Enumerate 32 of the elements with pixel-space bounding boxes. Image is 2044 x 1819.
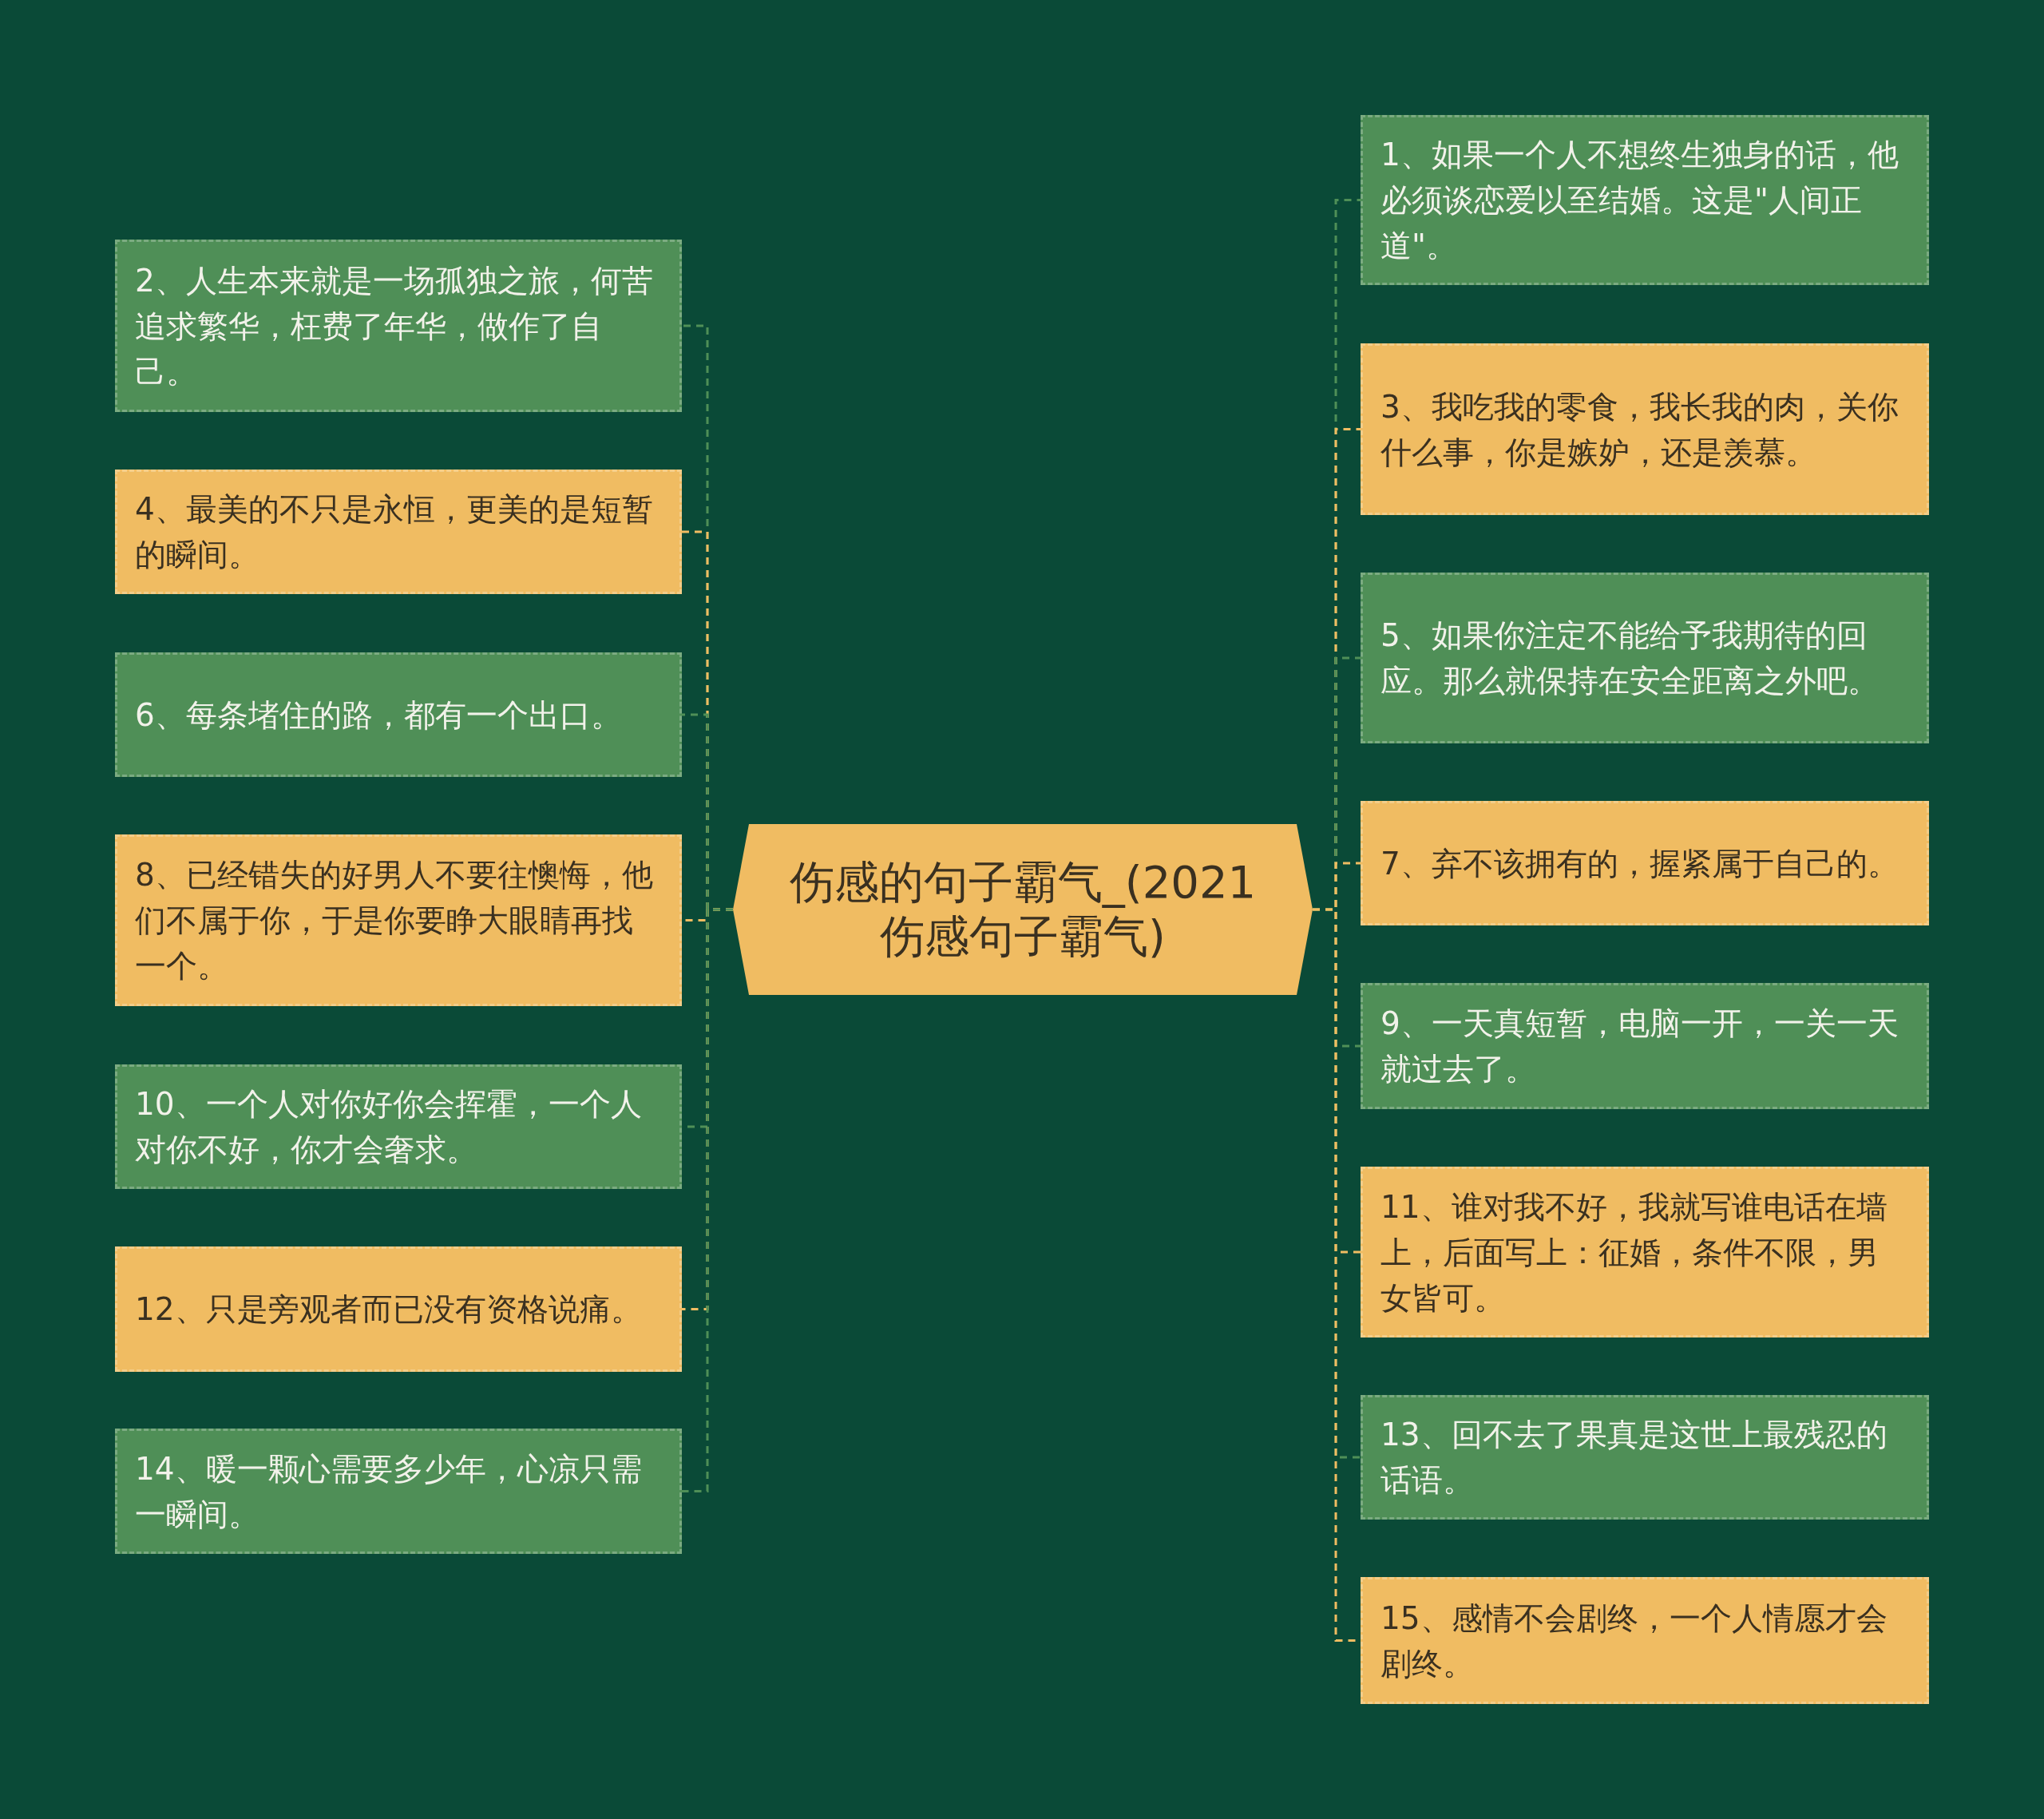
quote-text: 11、谁对我不好，我就写谁电话在墙上，后面写上：征婚，条件不限，男女皆可。 (1380, 1187, 1888, 1318)
quote-text: 14、暖一颗心需要多少年，心凉只需一瞬间。 (135, 1449, 643, 1534)
quote-text: 10、一个人对你好你会挥霍，一个人对你不好，你才会奢求。 (135, 1085, 643, 1169)
quote-box (115, 1064, 682, 1189)
quote-box (1361, 1577, 1929, 1704)
connector-line (682, 908, 733, 1492)
quote-text: 1、如果一个人不想终生独身的话，他必须谈恋爱以至结婚。这是"人间正道"。 (1380, 136, 1899, 265)
quote-text: 9、一天真短暂，电脑一开，一关一天就过去了。 (1380, 1005, 1899, 1088)
quote-box (1361, 983, 1929, 1109)
quote-text: 2、人生本来就是一场孤独之旅，何苦追求繁华，枉费了年华，做作了自己。 (135, 261, 654, 391)
quote-box (1361, 1167, 1929, 1338)
quote-text: 8、已经错失的好男人不要往懊悔，他们不属于你，于是你要睁大眼睛再找一个。 (135, 856, 654, 985)
quote-text: 5、如果你注定不能给予我期待的回应。那么就保持在安全距离之外吧。 (1380, 616, 1880, 700)
topic-title: 伤感的句子霸气_(2021伤感句子霸气) (788, 855, 1258, 964)
quote-text: 12、只是旁观者而已没有资格说痛。 (135, 1290, 642, 1329)
quote-box (115, 1429, 682, 1554)
quote-text: 13、回不去了果真是这世上最残忍的话语。 (1380, 1416, 1888, 1500)
quote-text: 3、我吃我的零食，我长我的肉，关你什么事，你是嫉妒，还是羡慕。 (1380, 387, 1899, 472)
quote-box (1361, 115, 1929, 285)
quote-text: 15、感情不会剧终，一个人情愿才会剧终。 (1380, 1599, 1888, 1683)
quote-box (115, 834, 682, 1006)
quote-box (115, 240, 682, 412)
quote-box (1361, 801, 1929, 925)
quote-box (1361, 343, 1929, 515)
quote-box (1361, 573, 1929, 743)
quote-text: 7、弃不该拥有的，握紧属于自己的。 (1380, 844, 1899, 883)
quote-text: 4、最美的不只是永恒，更美的是短暂的瞬间。 (135, 490, 654, 574)
quote-box (115, 470, 682, 594)
quote-text: 6、每条堵住的路，都有一个出口。 (135, 696, 622, 735)
quote-box (115, 1246, 682, 1372)
quote-box (1361, 1395, 1929, 1520)
quote-box (115, 652, 682, 777)
